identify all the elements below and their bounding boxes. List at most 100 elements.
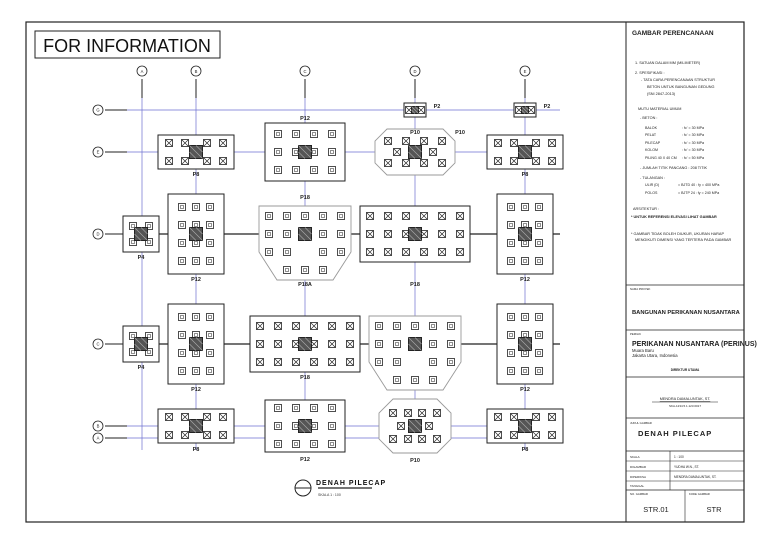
pile-icon [447,358,455,366]
pile-icon [337,230,345,238]
note-3: - TATA CARA PERENCANAAN STRUKTUR [641,78,715,82]
pile-icon [192,313,200,321]
pile-icon [535,313,543,321]
grid-label-col: C [303,69,306,74]
pile-icon [310,440,318,448]
pile-icon [145,348,153,356]
pile-icon [206,313,214,321]
grid-label-row: A [97,436,100,441]
pilecap-outline [368,315,462,391]
pile-icon [535,367,543,375]
pile-icon [393,340,401,348]
pilecap-label: P2 [434,104,441,110]
pile-icon [507,221,515,229]
pile-icon [447,340,455,348]
pilecap-label: P8 [522,447,529,453]
pilecap-label: P2 [544,104,551,110]
pile-icon [521,313,529,321]
pile-icon [145,332,153,340]
pile-icon [328,148,336,156]
pile-icon [393,322,401,330]
pile-icon [292,440,300,448]
pilecap-label: P18 [300,375,310,381]
rebar-2-name: POLOS [645,191,658,195]
engineer-name: MENDRA DAMALUNTAK, ST. [660,397,711,401]
concrete-1-value: : fc' = 30 MPa [682,126,704,130]
pile-icon [178,331,186,339]
plan-title-block: DENAH PILECAP SKALA 1 : 100 [294,479,386,497]
pile-icon [507,349,515,357]
rebar-2-value: = BJTP 24 : fy = 240 MPa [678,191,719,195]
concrete-4-value: : fc' = 30 MPa [682,148,704,152]
pile-icon [301,212,309,220]
title-block-header: GAMBAR PERENCANAAN [632,30,714,37]
grid-bubble-icon [409,65,421,77]
note-13: MENGIKUTI DIMENSI YANG TERTERA PADA GAMB… [635,238,732,242]
pile-icon [375,358,383,366]
grid-bubble-icon [92,146,104,158]
plan-title: DENAH PILECAP [316,480,386,487]
note-7: - BETON : [640,116,657,120]
pile-icon [206,221,214,229]
pile-icon [507,203,515,211]
pile-icon [206,257,214,265]
grid-label-row: D [96,232,99,237]
owner-address-1: Muara Baru [632,348,655,353]
owner-address-2: Jakarta Utara, Indonesia [632,353,678,358]
engineer-id: SKA-1234.5.1.123.0017 [669,404,701,408]
pilecap-label: P12 [300,116,310,122]
pile-icon [292,404,300,412]
pile-icon [274,166,282,174]
owner-signature: DIREKTUR UTAMA [671,368,700,372]
pile-icon [265,248,273,256]
row-1-value: 1 : 100 [674,455,684,459]
pilecap-label: P18A [298,282,312,288]
pile-icon [507,239,515,247]
concrete-5-name: PILING 40 X 40 CM [645,156,677,160]
grid-bubble-icon [92,104,104,116]
pilecap-label: P18 [410,282,420,288]
pilecap-label: P12 [520,277,530,283]
concrete-2-value: : fc' = 30 MPa [682,133,704,137]
grid-bubble-icon [92,432,104,444]
row-1-label: SKALA [630,455,640,459]
row-4-label: TANGGAL [630,484,644,488]
pile-icon [145,238,153,246]
pile-icon [274,440,282,448]
pile-icon [507,313,515,321]
pile-icon [206,203,214,211]
pile-icon [283,212,291,220]
drawing-title: DENAH PILECAP [638,429,712,438]
drawing-label: JUDUL GAMBAR [630,421,652,425]
pilecap-label: P10 [455,130,465,136]
code-label: KODE GAMBAR [689,492,710,496]
note-5: (SNI 2847-2013) [647,92,676,96]
concrete-3-value: : fc' = 30 MPa [682,141,704,145]
owner-name: PERIKANAN NUSANTARA (PERINUS) [632,341,757,348]
grid-label-col: E [524,69,527,74]
pilecap-label: P12 [520,387,530,393]
info-banner: FOR INFORMATION [43,36,211,56]
pile-icon [206,367,214,375]
pile-icon [393,358,401,366]
owner-label: PEMILIK [630,332,641,336]
grid-bubble-icon [92,420,104,432]
note-4: BETON UNTUK BANGUNAN GEDUNG [647,85,714,89]
grid-bubble-icon [519,65,531,77]
pile-icon [375,322,383,330]
pile-icon [145,222,153,230]
pile-icon [535,257,543,265]
grid-bubble-icon [136,65,148,77]
pile-icon [535,239,543,247]
pile-icon [192,257,200,265]
pilecap-outline [258,205,352,281]
sheet-number: STR.01 [643,505,668,514]
pile-icon [274,404,282,412]
pilecap-label: P10 [410,130,420,136]
row-3-label: DIPERIKSA [630,475,646,479]
pile-icon [411,322,419,330]
note-1: 1. SATUAN DALAM MM (MILIMETER) [635,61,701,65]
pile-icon [283,266,291,274]
grid-bubble-icon [299,65,311,77]
